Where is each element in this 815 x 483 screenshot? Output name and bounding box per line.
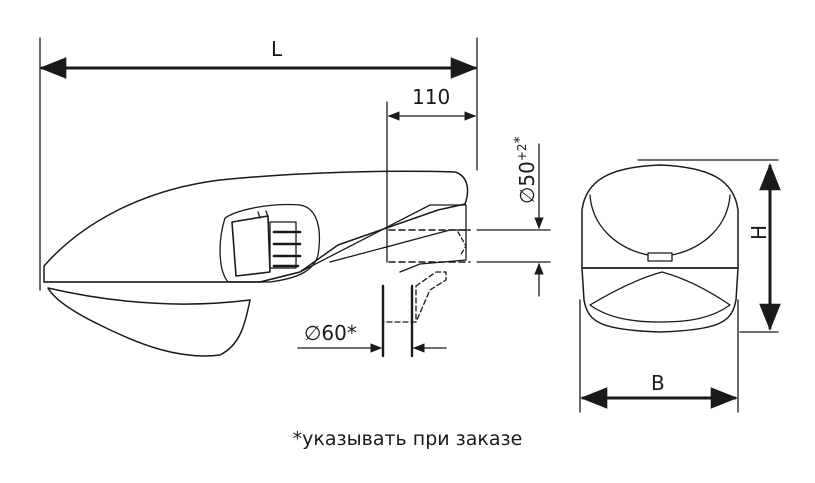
- order-footnote: *указывать при заказе: [292, 428, 523, 450]
- label-height: H: [747, 225, 771, 240]
- label-socket-diameter: ∅60*: [304, 321, 357, 345]
- terminal-block: [269, 221, 302, 269]
- label-width: B: [651, 371, 665, 395]
- label-length: L: [271, 37, 283, 61]
- label-pipe-diameter: ∅50+2*: [512, 136, 539, 204]
- mounting-socket: [297, 271, 447, 358]
- mounting-pipe: [388, 143, 551, 297]
- dimension-length: [39, 37, 478, 291]
- dimension-offset-110: [386, 101, 477, 263]
- side-view-housing: [43, 170, 471, 357]
- dimension-width: [579, 299, 739, 413]
- label-offset: 110: [412, 85, 450, 109]
- front-view-housing: [581, 159, 779, 333]
